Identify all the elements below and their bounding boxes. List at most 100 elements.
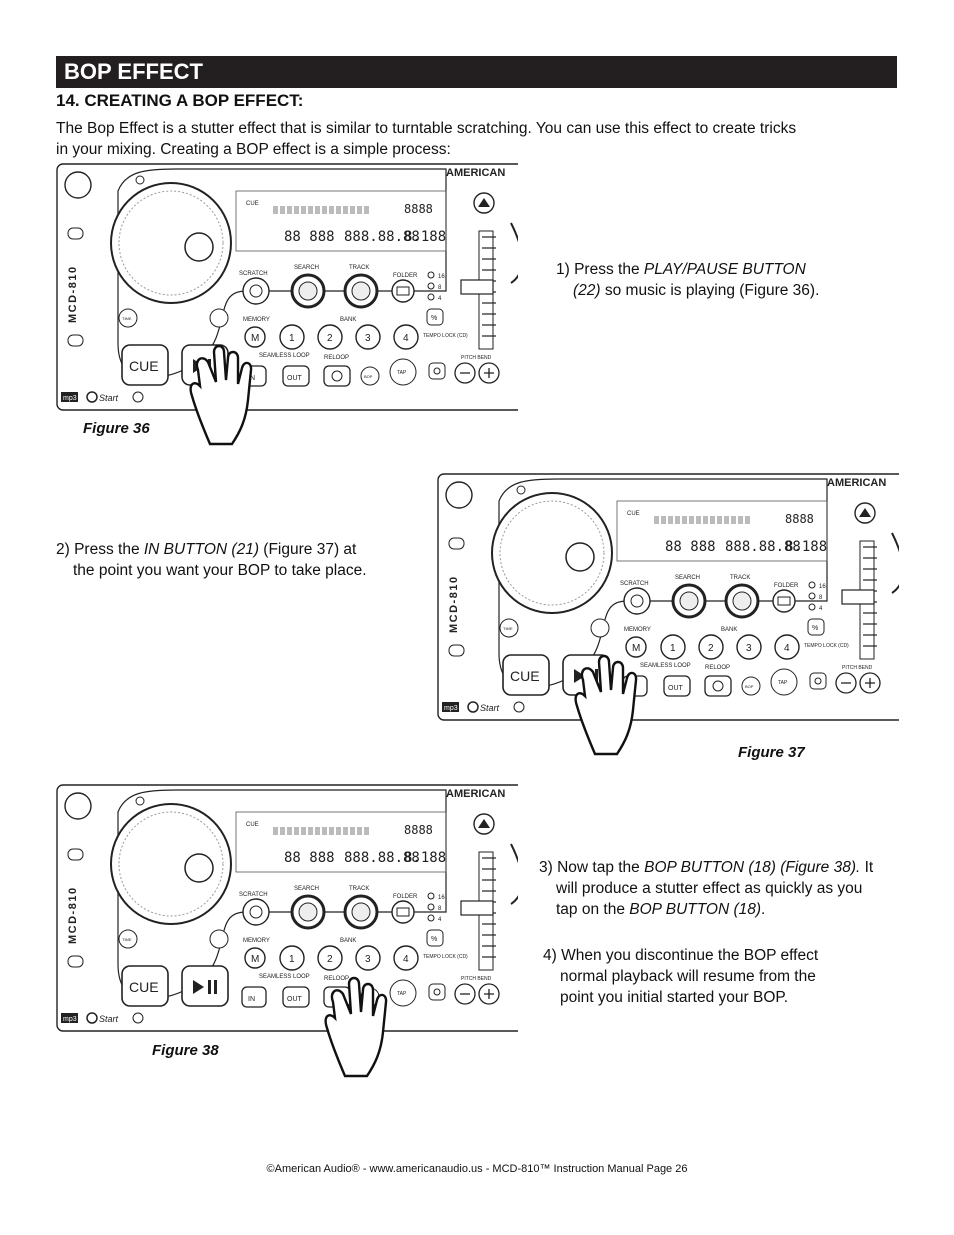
effect-toggle-button[interactable]	[809, 672, 827, 690]
lcd-time-readout: 888.88.88	[725, 539, 801, 555]
out-button[interactable]	[282, 986, 310, 1008]
percent-button[interactable]	[426, 929, 444, 947]
folder-label: FOLDER	[774, 583, 799, 589]
tap-button[interactable]	[389, 358, 417, 386]
out-button[interactable]	[663, 675, 691, 697]
pitch-slider-handle[interactable]	[460, 279, 494, 295]
range-label: 8	[438, 285, 442, 291]
tempo-lock-label: TEMPO LOCK (CD)	[423, 333, 468, 339]
out-button[interactable]	[282, 365, 310, 387]
lcd-segment	[336, 827, 341, 835]
time-button[interactable]	[118, 308, 138, 328]
bank-button[interactable]	[660, 634, 686, 660]
bank-button[interactable]	[393, 945, 419, 971]
bank-button[interactable]	[393, 324, 419, 350]
intro-line-1: The Bop Effect is a stutter effect that …	[56, 120, 797, 137]
search-knob-cap	[679, 591, 699, 611]
tempo-lock-label: TEMPO LOCK (CD)	[804, 643, 849, 649]
folder-button[interactable]	[391, 900, 415, 924]
effect-toggle-button[interactable]	[428, 362, 446, 380]
lcd-pitch-readout: 8.188	[404, 850, 446, 866]
lcd-segment	[322, 827, 327, 835]
reloop-button[interactable]	[323, 365, 351, 387]
cue-button[interactable]	[121, 344, 169, 386]
time-button[interactable]	[499, 618, 519, 638]
scratch-button[interactable]	[623, 587, 651, 615]
qstart-label: Start	[99, 393, 119, 403]
plus-icon	[484, 989, 494, 999]
lcd-bpm-readout: 8888	[785, 512, 814, 526]
folder-button[interactable]	[772, 589, 796, 613]
lcd-cue-indicator: CUE	[246, 201, 259, 207]
scratch-button[interactable]	[242, 277, 270, 305]
bop-button[interactable]	[360, 366, 380, 386]
jog-wheel	[491, 492, 613, 614]
scratch-button[interactable]	[242, 898, 270, 926]
folder-icon	[777, 596, 791, 606]
american-dj-logo-icon	[64, 171, 92, 199]
bank-button[interactable]	[736, 634, 762, 660]
bank-button[interactable]	[279, 945, 305, 971]
tap-button[interactable]	[389, 979, 417, 1007]
bank-button[interactable]	[317, 324, 343, 350]
range-label: 8	[438, 906, 442, 912]
side-button-top	[448, 537, 465, 550]
pitch-bend-label: PITCH BEND	[461, 976, 492, 982]
lcd-segment	[654, 516, 659, 524]
bank-button[interactable]	[279, 324, 305, 350]
single-button[interactable]	[209, 308, 229, 328]
bank-button[interactable]	[355, 945, 381, 971]
single-button[interactable]	[590, 618, 610, 638]
lcd-segment	[350, 206, 355, 214]
memory-button[interactable]	[244, 326, 266, 348]
lcd-cue-indicator: CUE	[246, 822, 259, 828]
pause-icon	[208, 980, 211, 994]
american-dj-logo-icon	[64, 792, 92, 820]
cue-button[interactable]	[502, 654, 550, 696]
bank-button[interactable]	[355, 324, 381, 350]
memory-button[interactable]	[244, 947, 266, 969]
lcd-segment	[724, 516, 729, 524]
memory-button[interactable]	[625, 636, 647, 658]
in-button[interactable]	[241, 986, 267, 1008]
effect-toggle-button[interactable]	[428, 983, 446, 1001]
time-button[interactable]	[118, 929, 138, 949]
brand-logo: AMERICAN	[446, 167, 505, 179]
scratch-icon	[249, 284, 263, 298]
reloop-button[interactable]	[704, 675, 732, 697]
lcd-segment	[280, 827, 285, 835]
lcd-segment	[273, 206, 278, 214]
bank-button[interactable]	[774, 634, 800, 660]
model-label: MCD-810	[448, 575, 460, 633]
range-led	[427, 903, 435, 911]
intro-line-2: in your mixing. Creating a BOP effect is…	[56, 141, 451, 158]
scratch-icon	[630, 594, 644, 608]
tap-button[interactable]	[770, 668, 798, 696]
step-4-text: 4) When you discontinue the BOP effect n…	[543, 947, 819, 1006]
bank-button[interactable]	[698, 634, 724, 660]
cue-button[interactable]	[121, 965, 169, 1007]
lcd-segment	[301, 206, 306, 214]
percent-button[interactable]	[426, 308, 444, 326]
pause-icon	[595, 669, 598, 683]
play-pause-button[interactable]	[181, 965, 229, 1007]
scratch-label: SCRATCH	[239, 892, 268, 898]
jog-wheel-center	[184, 232, 214, 262]
hand-pointer-icon	[324, 976, 388, 1078]
sun-icon	[433, 988, 441, 996]
jog-edge-arc	[510, 843, 518, 905]
lcd-segment	[329, 827, 334, 835]
folder-button[interactable]	[391, 279, 415, 303]
percent-button[interactable]	[807, 618, 825, 636]
pitch-slider-handle[interactable]	[841, 589, 875, 605]
bank-button-label: 4	[403, 333, 409, 344]
single-button[interactable]	[209, 929, 229, 949]
lcd-segment	[364, 206, 369, 214]
hand-pointer-icon	[574, 654, 638, 756]
bop-button[interactable]	[741, 676, 761, 696]
subsection-heading: 14. CREATING A BOP EFFECT:	[56, 91, 304, 110]
pitch-slider-handle[interactable]	[460, 900, 494, 916]
bank-button[interactable]	[317, 945, 343, 971]
memory-label: MEMORY	[624, 627, 651, 633]
